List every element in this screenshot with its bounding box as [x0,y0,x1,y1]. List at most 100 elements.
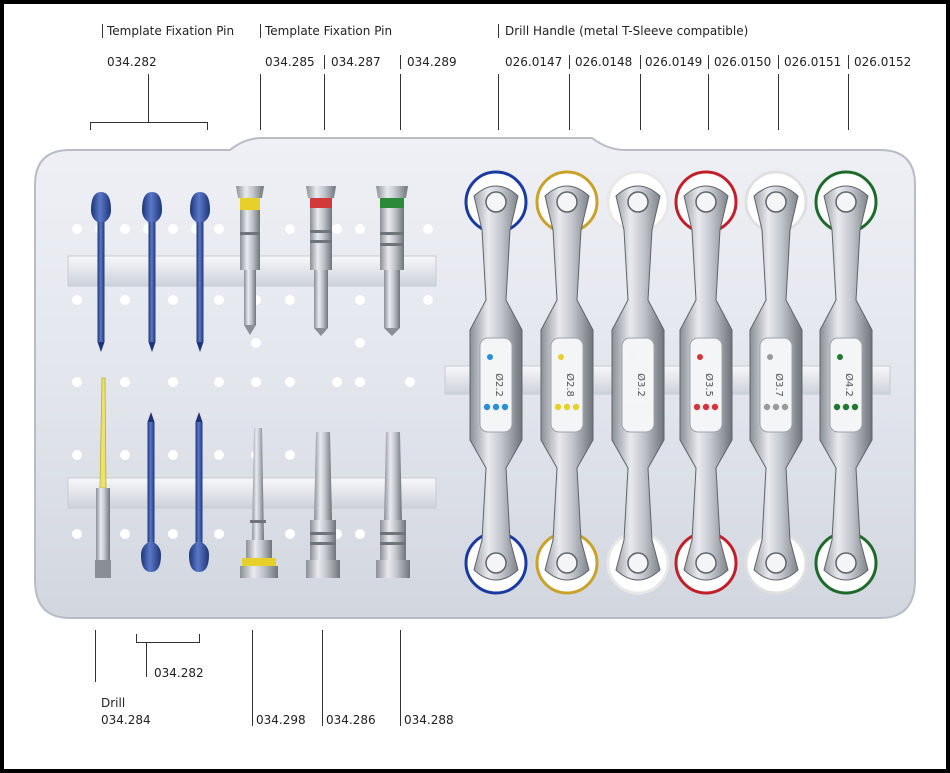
color-dot [851,403,859,411]
bottom-code-1: 034.298 [256,713,306,727]
drill-handle-code-3: 026.0149 [645,55,703,69]
pin-group-2-title: Template Fixation Pin [265,24,393,38]
leader-line [498,74,499,130]
handle-eye [695,552,717,574]
handle-size-label: Ø2.2 [493,373,505,397]
handle-eye [556,191,578,213]
pin-group-2-code-3: 034.289 [407,55,457,69]
color-dot [767,354,773,360]
color-dot [693,403,701,411]
handle-size-label: Ø3.5 [703,373,715,397]
leader-line [400,630,401,726]
drill-handle-2: Ø2.8 [535,170,599,595]
bracket-end [90,122,91,130]
color-dot [763,403,771,411]
handle-eye [556,552,578,574]
handle-eye [765,552,787,574]
leader-line [252,630,253,726]
pin-group-1-title: Template Fixation Pin [107,24,235,38]
drill-handle-5: Ø3.7 [744,170,808,595]
leader-line [146,642,147,677]
handle-eye [627,191,649,213]
drill-handle-code-1: 026.0147 [505,55,563,69]
bracket-end [207,122,208,130]
drill-handle-6: Ø4.2 [814,170,878,595]
color-dot [837,354,843,360]
separator-mark [324,55,325,69]
drill-handle-4: Ø3.5 [674,170,738,595]
leader-line [95,630,96,682]
color-dot [554,403,562,411]
fixation-pin-red-top [306,186,336,336]
handle-eye [485,552,507,574]
separator-mark [498,24,499,38]
drill-handle-code-6: 026.0152 [854,55,912,69]
handle-eye [835,191,857,213]
lower-rail [67,477,437,509]
bracket-line [90,122,208,123]
separator-mark [848,55,849,69]
handle-eye [627,552,649,574]
bracket-line [136,642,200,643]
blue-fixation-pins-bottom [141,412,209,572]
color-dot [625,403,633,411]
handle-size-label: Ø3.2 [635,373,647,397]
leader-line [260,74,261,130]
leader-line [400,74,401,130]
bottom-code-2: 034.286 [326,713,376,727]
separator-mark [400,55,401,69]
color-dot [572,403,580,411]
handle-eye [485,191,507,213]
color-dot [634,403,642,411]
color-dot [781,403,789,411]
leader-line [640,74,641,130]
pin-bottom-code: 034.282 [154,666,204,680]
separator-mark [640,55,641,69]
handle-size-label: Ø4.2 [843,373,855,397]
leader-line [322,630,323,726]
color-dot [772,403,780,411]
leader-line [324,74,325,130]
leader-line [848,74,849,130]
color-dot [629,354,635,360]
separator-mark [102,24,103,38]
separator-mark [260,24,261,38]
color-dot [702,403,710,411]
pin-034-288 [376,432,410,578]
bracket-end [136,634,137,642]
drill-title: Drill [101,696,126,710]
separator-mark [569,55,570,69]
blue-fixation-pins-top [91,192,210,352]
color-dot [483,403,491,411]
bracket-end [199,634,200,642]
handle-size-label: Ø3.7 [773,373,785,397]
drill-handle-1: Ø2.2 [464,170,528,595]
bottom-code-3: 034.288 [404,713,454,727]
color-dot [501,403,509,411]
separator-mark [708,55,709,69]
color-dot [558,354,564,360]
color-dot [492,403,500,411]
handle-size-label: Ø2.8 [564,373,576,397]
handle-eye [765,191,787,213]
leader-line [708,74,709,130]
fixation-pin-yellow-top [236,186,264,335]
drill-code: 034.284 [101,713,151,727]
handle-eye [835,552,857,574]
color-dot [563,403,571,411]
drill-handle-title: Drill Handle (metal T-Sleeve compatible) [505,24,749,38]
color-dot [697,354,703,360]
pin-group-1-code: 034.282 [107,55,157,69]
separator-mark [778,55,779,69]
color-dot [487,354,493,360]
drill-handle-code-5: 026.0151 [784,55,842,69]
pin-group-2-code-2: 034.287 [331,55,381,69]
color-dot [842,403,850,411]
drill-handle-code-4: 026.0150 [714,55,772,69]
pin-034-286 [306,432,340,578]
leader-line [148,74,149,122]
pin-group-2-code-1: 034.285 [265,55,315,69]
drill-034-284 [95,377,111,578]
leader-line [569,74,570,130]
